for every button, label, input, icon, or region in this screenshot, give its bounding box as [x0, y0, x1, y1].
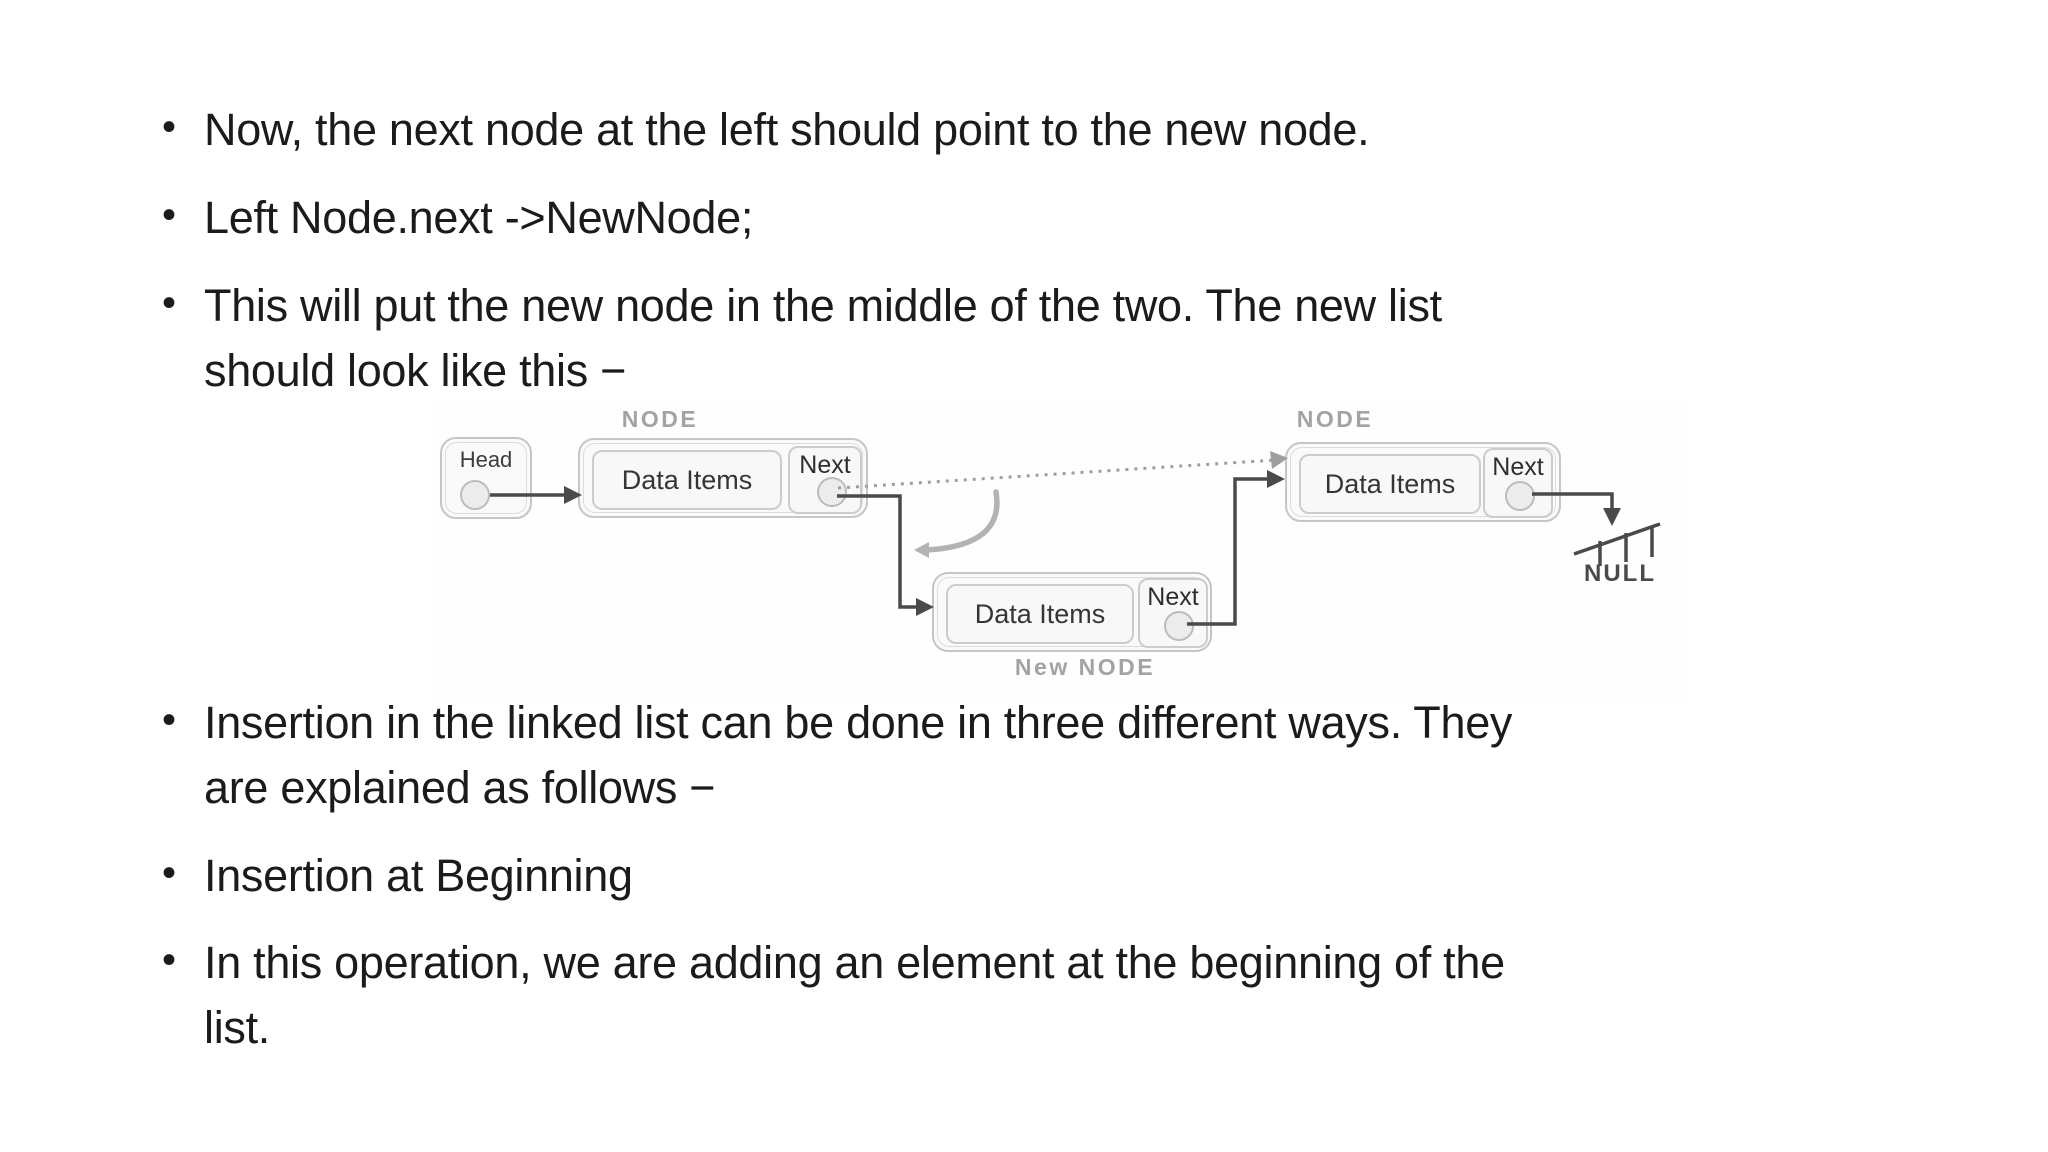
- bullet-text: Insertion in the linked list can be done…: [204, 690, 1512, 820]
- bullet-item-6: • In this operation, we are adding an el…: [160, 930, 1505, 1060]
- bullet-marker: •: [162, 938, 176, 982]
- null-label: NULL: [1584, 560, 1656, 587]
- bullet-text-line: In this operation, we are adding an elem…: [204, 937, 1505, 988]
- right-node-next-label: Next: [1492, 453, 1544, 481]
- bullet-text-line: are explained as follows −: [204, 762, 716, 813]
- right-next-arrowhead-icon: [1603, 508, 1621, 526]
- bullet-text: Insertion at Beginning: [204, 843, 633, 908]
- left-node-box: Data Items Next: [578, 438, 868, 518]
- node-caption-right: NODE: [1296, 406, 1374, 432]
- bullet-item-2: • Left Node.next ->NewNode;: [160, 185, 753, 250]
- curve-arrowhead-icon: [914, 542, 929, 558]
- bullet-marker: •: [162, 851, 176, 895]
- bullet-text-line: list.: [204, 1002, 271, 1053]
- new-node-data-box: Data Items: [946, 584, 1134, 644]
- right-node-data-box: Data Items: [1299, 454, 1481, 514]
- new-node-next-box: Next: [1138, 578, 1208, 648]
- bullet-item-3: • This will put the new node in the midd…: [160, 273, 1442, 403]
- new-next-arrowhead-icon: [1267, 470, 1285, 488]
- bullet-text-line: This will put the new node in the middle…: [204, 280, 1442, 331]
- head-label: Head: [459, 447, 513, 472]
- bullet-item-4: • Insertion in the linked list can be do…: [160, 690, 1512, 820]
- bullet-text-line: Insertion at Beginning: [204, 850, 633, 901]
- right-node-next-box: Next: [1483, 448, 1553, 518]
- new-node-box: Data Items Next: [932, 572, 1212, 652]
- bullet-text: This will put the new node in the middle…: [204, 273, 1442, 403]
- bullet-text: In this operation, we are adding an elem…: [204, 930, 1505, 1060]
- right-node-box: Data Items Next: [1285, 442, 1561, 522]
- head-box: Head: [440, 437, 532, 519]
- bullet-marker: •: [162, 281, 176, 325]
- new-node-next-label: Next: [1147, 583, 1199, 611]
- bullet-text-line: Now, the next node at the left should po…: [204, 104, 1370, 155]
- right-node-next-circle: [1505, 481, 1535, 511]
- dotted-old-pointer-line: [837, 458, 1277, 490]
- node-caption-left: NODE: [621, 406, 699, 432]
- new-node-caption: New NODE: [1014, 654, 1156, 680]
- bullet-text: Now, the next node at the left should po…: [204, 97, 1370, 162]
- head-pointer-circle: [460, 480, 490, 510]
- new-node-next-circle: [1164, 611, 1194, 641]
- bullet-marker: •: [162, 698, 176, 742]
- bullet-marker: •: [162, 105, 176, 149]
- linked-list-diagram: NODE NODE New NODE Head Data Items Next …: [430, 400, 1690, 700]
- bullet-item-5: • Insertion at Beginning: [160, 843, 633, 908]
- bullet-item-1: • Now, the next node at the left should …: [160, 97, 1370, 162]
- bullet-text-line: should look like this −: [204, 345, 627, 396]
- bullet-text-line: Insertion in the linked list can be done…: [204, 697, 1513, 748]
- left-node-next-circle: [817, 477, 847, 507]
- curved-redirect-arrow: [923, 489, 1000, 553]
- left-node-next-label: Next: [799, 451, 851, 479]
- left-node-data-box: Data Items: [592, 450, 782, 510]
- bullet-text-line: Left Node.next ->NewNode;: [204, 192, 754, 243]
- left-node-next-box: Next: [788, 446, 862, 514]
- bullet-text: Left Node.next ->NewNode;: [204, 185, 753, 250]
- bullet-marker: •: [162, 193, 176, 237]
